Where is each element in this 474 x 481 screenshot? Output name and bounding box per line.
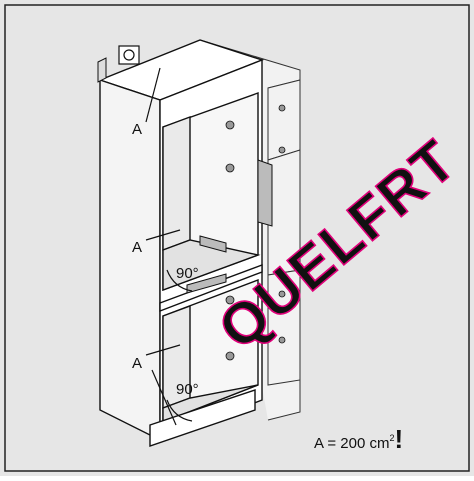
label-angle-lower: 90° (176, 381, 199, 398)
label-angle-upper: 90° (176, 265, 199, 282)
label-a-mid: A (132, 239, 142, 256)
mounting-bracket (97, 57, 107, 83)
area-note: A = 200 cm2! (314, 424, 403, 454)
label-a-top: A (132, 121, 142, 138)
screws (225, 104, 286, 361)
cabinet (97, 39, 265, 447)
angle-markers (166, 269, 193, 422)
outer-border (4, 4, 470, 472)
hinge-parts (186, 159, 273, 294)
label-a-low: A (132, 355, 142, 372)
power-socket (118, 45, 140, 65)
leader-lines (145, 67, 181, 426)
